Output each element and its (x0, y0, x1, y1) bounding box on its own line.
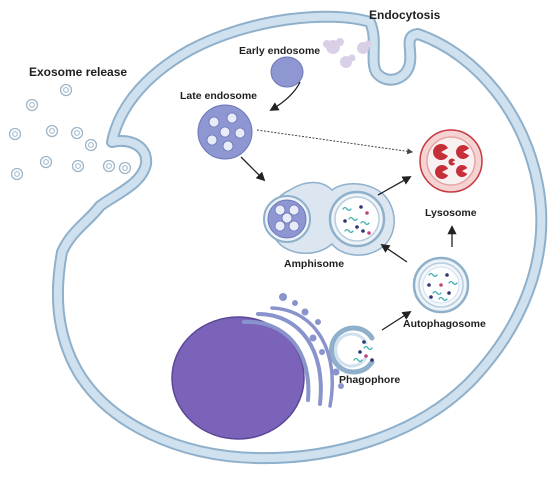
cargo-strand (363, 345, 373, 351)
cargo-dot (429, 295, 433, 299)
label-early-endosome: Early endosome (239, 45, 321, 57)
label-lysosome: Lysosome (425, 207, 477, 219)
lysosome (419, 129, 483, 193)
label-amphisome: Amphisome (284, 258, 345, 270)
degradation-cargo (435, 165, 449, 180)
exosomes-group (8, 83, 132, 181)
intraluminal-vesicle (206, 134, 218, 146)
cargo-dot (365, 211, 369, 215)
intraluminal-vesicle (234, 127, 246, 139)
cargo-dot (445, 273, 449, 277)
intraluminal-vesicle (274, 220, 286, 232)
degradation-cargo (456, 165, 468, 178)
cargo-dot (364, 354, 368, 358)
cargo-strand (348, 216, 358, 222)
phagophore (329, 325, 375, 375)
cargo-strand (432, 290, 442, 296)
cargo-dot (439, 283, 443, 287)
cargo-dot (343, 219, 347, 223)
late-endosome (197, 104, 253, 160)
degradation-cargo (433, 144, 449, 160)
cargo-dot (359, 205, 363, 209)
pathway-arrows (240, 81, 457, 331)
intraluminal-vesicle (288, 220, 300, 232)
cargo-strand (438, 296, 448, 302)
label-autophagosome: Autophagosome (403, 318, 486, 330)
cargo-dot (370, 358, 374, 362)
intraluminal-vesicle (226, 112, 238, 124)
label-phagophore: Phagophore (339, 374, 401, 386)
cargo-dot (355, 225, 359, 229)
label-exosome-release: Exosome release (29, 65, 128, 79)
cargo-strand (360, 220, 370, 226)
cargo-dot (358, 350, 362, 354)
cargo-strand (353, 357, 363, 363)
cargo-dot (427, 283, 431, 287)
endoplasmic-reticulum-golgi (242, 293, 344, 408)
cargo-strand (342, 206, 352, 212)
cargo-dot (447, 291, 451, 295)
intraluminal-vesicle (281, 212, 293, 224)
cargo-dot (361, 229, 365, 233)
cell-membrane (51, 10, 548, 465)
intraluminal-vesicle (222, 140, 234, 152)
cargo-strand (344, 228, 354, 234)
early-endosome (270, 56, 304, 88)
autophagosome (412, 256, 470, 314)
cargo-strand (448, 280, 458, 286)
intraluminal-vesicle (288, 204, 300, 216)
nucleus (171, 316, 305, 440)
intraluminal-vesicle (208, 116, 220, 128)
label-late-endosome: Late endosome (180, 90, 258, 102)
degradation-cargo (448, 158, 456, 166)
endocytosed-cargo (323, 38, 372, 68)
intraluminal-vesicle (274, 204, 286, 216)
cargo-strand (428, 272, 438, 278)
cargo-dot (362, 340, 366, 344)
intraluminal-vesicle (219, 126, 231, 138)
label-endocytosis: Endocytosis (369, 8, 441, 22)
amphisome (263, 181, 395, 256)
degradation-cargo (455, 145, 470, 160)
cargo-dot (367, 231, 371, 235)
